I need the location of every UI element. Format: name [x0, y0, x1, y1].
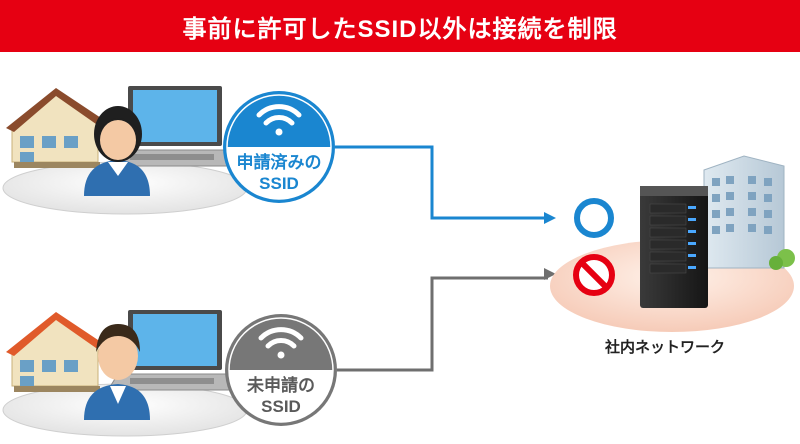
- approved-connection-line: [335, 145, 548, 220]
- unapproved-ssid-badge: [225, 314, 337, 426]
- company-network-label: 社内ネットワーク: [604, 339, 725, 356]
- laptop-icon: [107, 310, 243, 391]
- user-avatar-icon: [84, 324, 150, 420]
- unapproved-connection-line: [337, 276, 548, 372]
- approved-ssid-label: 申請済みの SSID: [224, 152, 334, 194]
- title-banner: 事前に許可したSSID以外は接続を制限: [0, 0, 800, 52]
- prohibited-icon: [573, 254, 615, 296]
- server-icon: [640, 186, 708, 308]
- unapproved-ssid-label: 未申請の SSID: [226, 375, 336, 417]
- house-icon: [6, 88, 104, 168]
- tree-icon: [769, 249, 795, 270]
- approved-ssid-badge: [223, 91, 335, 203]
- approved-ssid-line2: SSID: [259, 174, 299, 193]
- approved-ssid-line1: 申請済みの: [236, 153, 322, 172]
- wifi-icon: [258, 327, 304, 359]
- company-network-scene: [550, 155, 795, 332]
- house-icon: [6, 312, 104, 392]
- banner-title: 事前に許可したSSID以外は接続を制限: [182, 15, 618, 43]
- wifi-icon: [256, 104, 302, 136]
- user-avatar-icon: [84, 106, 150, 196]
- unapproved-user-scene: [2, 310, 337, 437]
- unapproved-ssid-line1: 未申請の: [247, 376, 315, 395]
- approved-user-scene: [2, 86, 335, 215]
- office-building-icon: [703, 155, 785, 269]
- allowed-circle-icon: [574, 198, 614, 238]
- laptop-icon: [107, 86, 243, 167]
- unapproved-ssid-line2: SSID: [261, 397, 301, 416]
